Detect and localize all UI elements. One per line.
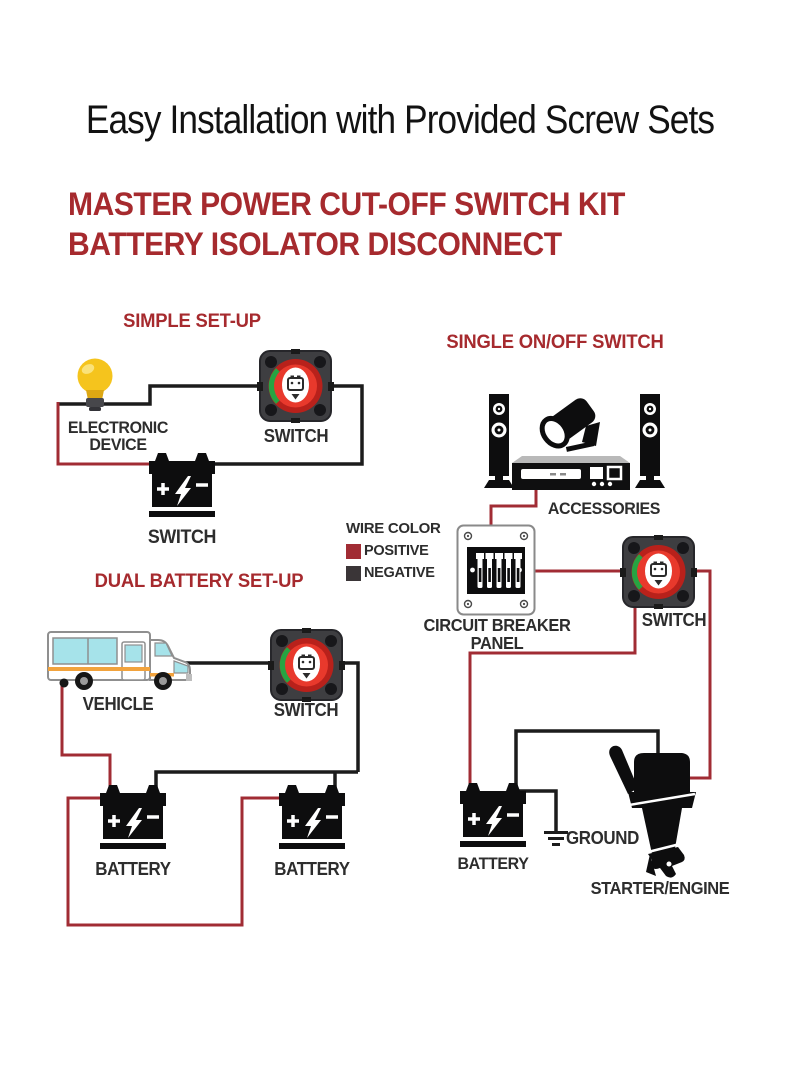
single-battery-label: BATTERY xyxy=(457,854,529,873)
battery-switch-icon xyxy=(620,535,697,609)
wire-vehicle-to-battery1-pos xyxy=(60,676,112,790)
product-subtitle-line2: BATTERY ISOLATOR DISCONNECT xyxy=(68,226,562,262)
battery-switch-icon xyxy=(257,349,334,423)
legend-row-positive: POSITIVE xyxy=(346,543,441,559)
outboard-engine-icon xyxy=(598,742,698,882)
dual-battery-right-label: BATTERY xyxy=(274,859,350,879)
starter-engine-label: STARTER/ENGINE xyxy=(590,878,730,898)
wire-battery-to-engine-neg xyxy=(514,729,660,791)
page-title: Easy Installation with Provided Screw Se… xyxy=(85,98,715,142)
battery-icon xyxy=(98,785,168,849)
circuit-breaker-panel-label: CIRCUIT BREAKER PANEL xyxy=(423,615,571,653)
wire-bulb-to-battery-pos xyxy=(56,402,159,466)
battery-switch-icon xyxy=(268,628,345,702)
product-subtitle-line1: MASTER POWER CUT-OFF SWITCH KIT xyxy=(68,186,625,222)
negative-label: NEGATIVE xyxy=(364,565,435,581)
wire-switch-to-battery-neg xyxy=(207,384,364,466)
dual-battery-title: DUAL BATTERY SET-UP xyxy=(94,571,304,592)
legend-title: WIRE COLOR xyxy=(346,520,441,537)
battery-icon xyxy=(458,783,528,847)
dual-switch-label: SWITCH xyxy=(273,700,339,720)
simple-battery-label: SWITCH xyxy=(147,527,217,548)
wire-switch-to-engine-pos xyxy=(687,569,712,780)
wire-color-legend: WIRE COLOR POSITIVE NEGATIVE xyxy=(346,520,441,581)
legend-row-negative: NEGATIVE xyxy=(346,565,441,581)
positive-wires xyxy=(56,402,712,927)
wire-accessories-to-panel xyxy=(489,489,538,529)
battery-icon xyxy=(147,453,217,517)
accessories-label: ACCESSORIES xyxy=(547,499,661,518)
electronic-device-label: ELECTRONIC DEVICE xyxy=(67,418,169,455)
ground-icon xyxy=(544,831,570,847)
receiver-icon xyxy=(512,450,630,492)
light-bulb-icon xyxy=(72,356,118,412)
simple-switch-label: SWITCH xyxy=(263,426,329,446)
dual-battery-left-label: BATTERY xyxy=(95,859,171,879)
negative-color-swatch xyxy=(346,565,361,581)
positive-color-swatch xyxy=(346,543,361,559)
spotlight-icon xyxy=(536,394,608,458)
wire-switch-to-battery-pos xyxy=(468,605,637,789)
speaker-left-icon xyxy=(482,394,516,492)
speaker-right-icon xyxy=(633,394,667,492)
circuit-breaker-panel-icon xyxy=(456,524,536,616)
positive-label: POSITIVE xyxy=(364,543,429,559)
rv-vehicle-icon xyxy=(42,616,192,698)
simple-setup-title: SIMPLE SET-UP xyxy=(123,311,261,332)
battery-icon xyxy=(277,785,347,849)
ground-label: GROUND xyxy=(566,828,639,848)
single-switch-label: SWITCH xyxy=(641,610,707,630)
wire-battery1-to-battery2-pos xyxy=(66,796,289,927)
vehicle-label: VEHICLE xyxy=(82,694,154,714)
wire-dual-switch-down xyxy=(342,661,360,772)
single-switch-title: SINGLE ON/OFF SWITCH xyxy=(446,332,664,353)
wire-battery-to-ground xyxy=(516,789,558,832)
